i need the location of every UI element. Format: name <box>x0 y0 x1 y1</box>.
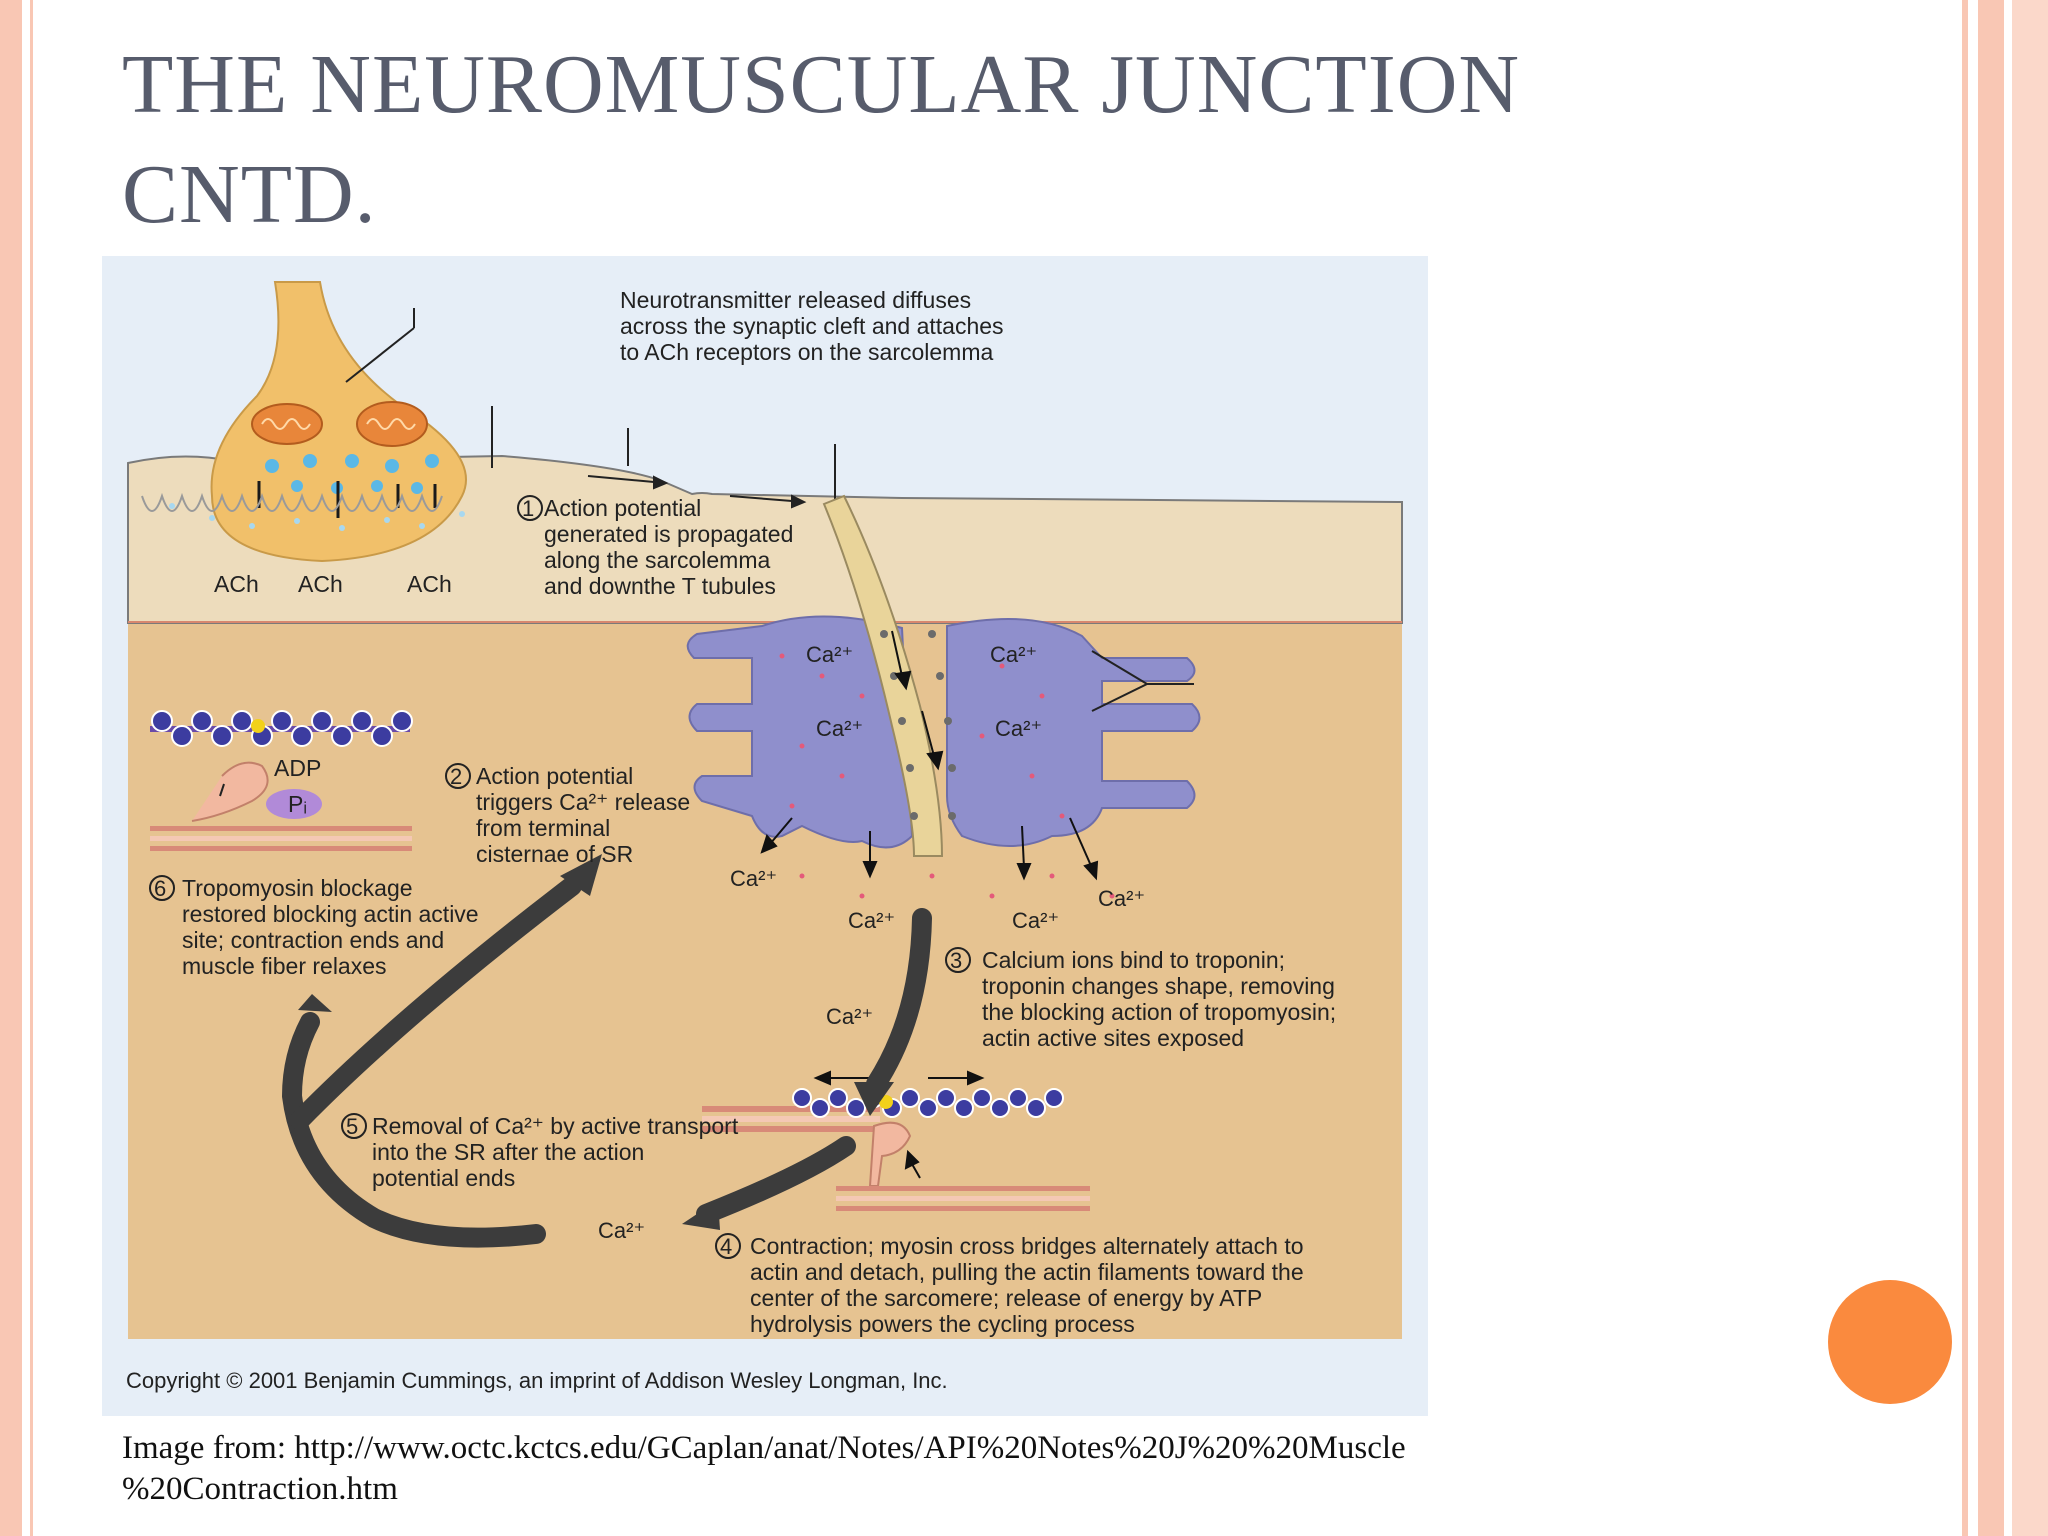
relaxed-filament-inset <box>150 710 413 851</box>
calcium-ion-label: Ca²⁺ <box>848 908 895 933</box>
svg-text:2: 2 <box>450 764 462 789</box>
step-5: 5 Removal of Ca²⁺ by active transport in… <box>341 1113 739 1191</box>
arrow-head <box>682 1200 720 1230</box>
right-border-outer-band <box>2012 0 2048 1536</box>
svg-text:across the synaptic cleft and: across the synaptic cleft and attaches <box>620 313 1004 339</box>
svg-text:site; contraction ends and: site; contraction ends and <box>182 927 444 953</box>
step-6: 6 Tropomyosin blockage restored blocking… <box>149 875 479 979</box>
calcium-ion-label: Ca²⁺ <box>1098 886 1145 911</box>
svg-text:troponin changes shape, removi: troponin changes shape, removing <box>982 973 1335 999</box>
right-border-band <box>1978 0 2004 1536</box>
calcium-ion-label: Ca²⁺ <box>730 866 777 891</box>
svg-text:Neurotransmitter released diff: Neurotransmitter released diffuses <box>620 287 971 313</box>
svg-text:restored blocking actin active: restored blocking actin active <box>182 901 479 927</box>
bottom-actin <box>792 1088 1064 1118</box>
slide-title: THE NEUROMUSCULAR JUNCTION CNTD. <box>122 38 1521 241</box>
svg-text:hydrolysis powers the cycling: hydrolysis powers the cycling process <box>750 1311 1135 1337</box>
svg-text:4: 4 <box>720 1234 732 1259</box>
copyright-notice: Copyright © 2001 Benjamin Cummings, an i… <box>126 1368 948 1393</box>
calcium-ion-label: Ca²⁺ <box>1012 908 1059 933</box>
arrow-head <box>298 994 332 1012</box>
svg-text:triggers Ca²⁺ release: triggers Ca²⁺ release <box>476 789 690 815</box>
svg-text:Contraction; myosin cross brid: Contraction; myosin cross bridges altern… <box>750 1233 1304 1259</box>
step-3: 3 Calcium ions bind to troponin; troponi… <box>945 947 1336 1051</box>
svg-text:Tropomyosin blockage: Tropomyosin blockage <box>182 875 413 901</box>
svg-text:into the SR after the action: into the SR after the action <box>372 1139 644 1165</box>
svg-text:cisternae of SR: cisternae of SR <box>476 841 633 867</box>
phosphate-label: Pᵢ <box>288 791 307 817</box>
svg-text:potential ends: potential ends <box>372 1165 515 1191</box>
thick-filament <box>836 1186 1090 1211</box>
svg-text:Action potential: Action potential <box>476 763 633 789</box>
adp-label: ADP <box>274 755 321 781</box>
neuromuscular-junction-diagram: ACh ACh ACh Neurotransmitter released di… <box>102 256 1428 1416</box>
ach-label: ACh <box>407 571 452 597</box>
myosin-head <box>868 1121 912 1187</box>
svg-text:Action potential: Action potential <box>544 495 701 521</box>
arrow-head <box>854 1082 894 1116</box>
ach-label: ACh <box>214 571 259 597</box>
left-border-band <box>0 0 22 1536</box>
cycle-arrows <box>281 876 932 1248</box>
svg-text:the blocking action of tropomy: the blocking action of tropomyosin; <box>982 999 1336 1025</box>
calcium-ion-label: Ca²⁺ <box>806 642 853 667</box>
axon-terminal <box>141 281 836 563</box>
step-1: 1 Action potential generated is propagat… <box>517 495 793 599</box>
step-4: 4 Contraction; myosin cross bridges alte… <box>715 1233 1304 1337</box>
svg-text:actin active sites exposed: actin active sites exposed <box>982 1025 1244 1051</box>
troponin-binding-site <box>879 1095 893 1109</box>
calcium-ion-label: Ca²⁺ <box>826 1004 873 1029</box>
svg-text:generated is propagated: generated is propagated <box>544 521 793 547</box>
svg-text:center of the sarcomere; relea: center of the sarcomere; release of ener… <box>750 1285 1262 1311</box>
step-2: 2 Action potential triggers Ca²⁺ release… <box>445 763 690 867</box>
svg-text:along the sarcolemma: along the sarcolemma <box>544 547 770 573</box>
neurotransmitter-note: Neurotransmitter released diffuses acros… <box>620 287 1004 365</box>
svg-text:Calcium ions bind to troponin;: Calcium ions bind to troponin; <box>982 947 1285 973</box>
svg-text:actin and detach, pulling the: actin and detach, pulling the actin fila… <box>750 1259 1304 1285</box>
ach-label: ACh <box>298 571 343 597</box>
svg-text:6: 6 <box>154 876 166 901</box>
svg-text:from terminal: from terminal <box>476 815 610 841</box>
decorative-orange-circle <box>1828 1280 1952 1404</box>
svg-text:muscle fiber relaxes: muscle fiber relaxes <box>182 953 387 979</box>
sarcoplasmic-reticulum <box>686 494 1201 899</box>
arrow-head <box>560 854 602 896</box>
left-border-line <box>30 0 33 1536</box>
calcium-ion-label: Ca²⁺ <box>816 716 863 741</box>
calcium-ion-label: Ca²⁺ <box>990 642 1037 667</box>
right-border-line <box>1962 0 1968 1536</box>
contracting-filament-inset <box>702 1106 880 1132</box>
svg-text:and downthe T tubules: and downthe T tubules <box>544 573 776 599</box>
svg-text:to ACh receptors on the sarcol: to ACh receptors on the sarcolemma <box>620 339 993 365</box>
calcium-ion-label: Ca²⁺ <box>598 1218 645 1243</box>
svg-text:1: 1 <box>522 496 534 521</box>
calcium-ion-label: Ca²⁺ <box>995 716 1042 741</box>
svg-text:5: 5 <box>346 1114 358 1139</box>
image-source-caption: Image from: http://www.octc.kctcs.edu/GC… <box>122 1430 1406 1507</box>
svg-text:Removal of Ca²⁺ by active tran: Removal of Ca²⁺ by active transport <box>372 1113 739 1139</box>
svg-text:3: 3 <box>950 948 962 973</box>
